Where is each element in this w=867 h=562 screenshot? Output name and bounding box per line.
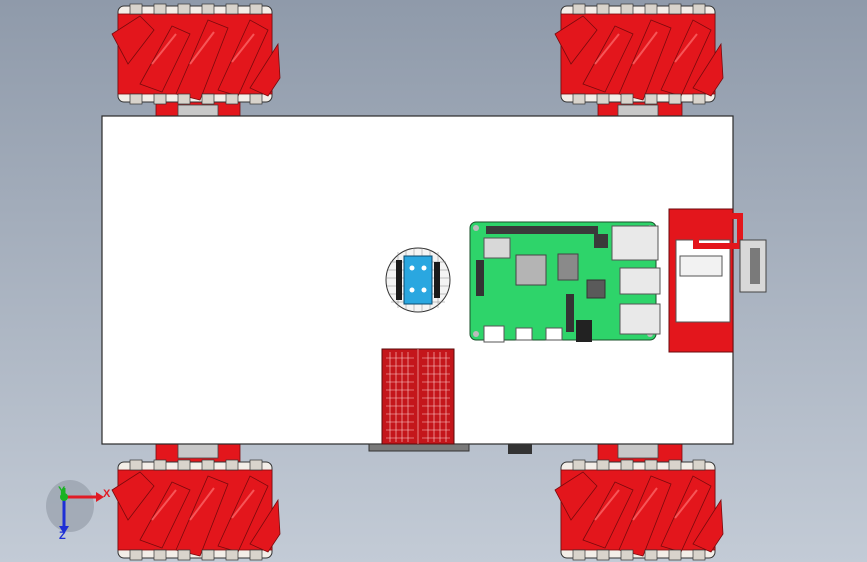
usb-port-2: [619, 303, 661, 335]
mecanum-wheel-front-right[interactable]: [554, 3, 724, 105]
mecanum-wheel-rear-left[interactable]: [111, 459, 281, 561]
camera-connector: [566, 294, 574, 332]
raspberry-pi-board[interactable]: [469, 221, 661, 343]
coordinate-triad: [46, 480, 104, 534]
triad-z-label: Z: [59, 530, 66, 542]
soc-chip: [515, 254, 547, 286]
mecanum-wheel-front-left[interactable]: [111, 3, 281, 105]
usb-port-1: [619, 267, 661, 295]
triad-x-label: X: [103, 488, 111, 500]
breadboard[interactable]: [368, 348, 470, 452]
triad-y-label: Y: [58, 485, 66, 497]
display-connector: [476, 260, 484, 296]
switch-part: [508, 444, 532, 454]
motor-mount-rear-right: [597, 443, 683, 467]
round-driver-board[interactable]: [385, 247, 451, 313]
ethernet-port: [611, 225, 659, 261]
gpio-header: [486, 226, 598, 234]
mecanum-wheel-rear-right[interactable]: [554, 459, 724, 561]
battery-module[interactable]: [668, 208, 767, 353]
